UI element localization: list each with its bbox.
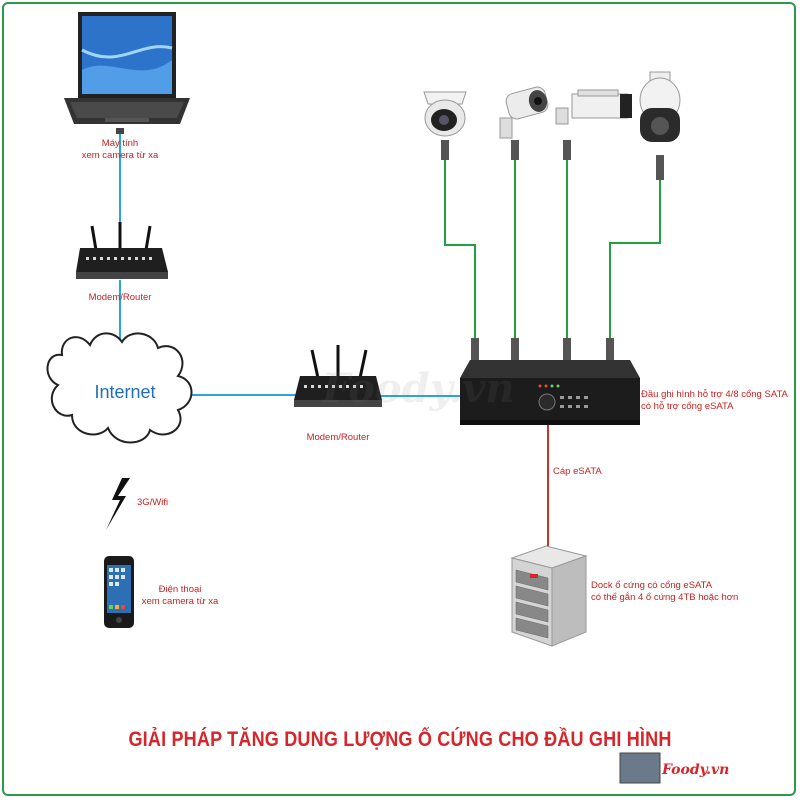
router-2-icon <box>294 345 382 407</box>
esata-cable-label: Cáp eSATA <box>553 466 602 477</box>
phone-label: Điện thoại xem camera từ xa <box>120 584 240 608</box>
dock-label-line1: Dock ổ cứng có cổng eSATA <box>591 580 713 591</box>
laptop-connector-icon <box>116 128 124 134</box>
dock-label: Dock ổ cứng có cổng eSATA có thể gắn 4 ổ… <box>591 580 738 604</box>
laptop-icon <box>64 12 190 124</box>
internet-cloud-icon <box>46 332 193 444</box>
phone-label-line1: Điện thoại <box>158 584 202 595</box>
camera4-line <box>609 180 661 352</box>
laptop-label-line1: Máy tính <box>101 138 139 149</box>
brand-thumbnail <box>619 752 661 784</box>
box-camera-icon <box>555 89 632 160</box>
lightning-icon <box>106 478 130 530</box>
router-icon <box>76 222 168 279</box>
dock-label-line2: có thể gắn 4 ổ cứng 4TB hoặc hơn <box>591 592 739 603</box>
ptz-camera-icon <box>639 71 681 180</box>
camera1-line <box>444 160 476 352</box>
dvr-label-line1: Đầu ghi hình hỗ trợ 4/8 cổng SATA <box>641 389 788 400</box>
hdd-dock-icon <box>510 545 588 647</box>
phone-icon <box>104 556 134 628</box>
dome-camera-icon <box>423 91 467 160</box>
dvr-label-line2: có hỗ trợ cổng eSATA <box>641 401 734 412</box>
router1-label: Modem/Router <box>88 292 152 303</box>
watermark: Foody.vn <box>322 365 515 412</box>
router2-label: Modem/Router <box>306 432 370 443</box>
dvr-icon <box>460 360 640 425</box>
bnc-connectors <box>471 338 614 360</box>
bullet-camera-icon <box>499 86 549 160</box>
dvr-label: Đầu ghi hình hỗ trợ 4/8 cổng SATA có hỗ … <box>641 389 788 413</box>
laptop-label: Máy tính xem camera từ xa <box>40 138 200 162</box>
internet-label: Internet <box>94 382 156 402</box>
diagram-title: GIẢI PHÁP TĂNG DUNG LƯỢNG Ổ CỨNG CHO ĐẦU… <box>128 728 672 751</box>
laptop-label-line2: xem camera từ xa <box>81 150 159 161</box>
phone-label-line2: xem camera từ xa <box>141 596 219 607</box>
wireless-label: 3G/Wifi <box>137 497 169 508</box>
brand-logo: Foody.vn <box>662 762 730 778</box>
